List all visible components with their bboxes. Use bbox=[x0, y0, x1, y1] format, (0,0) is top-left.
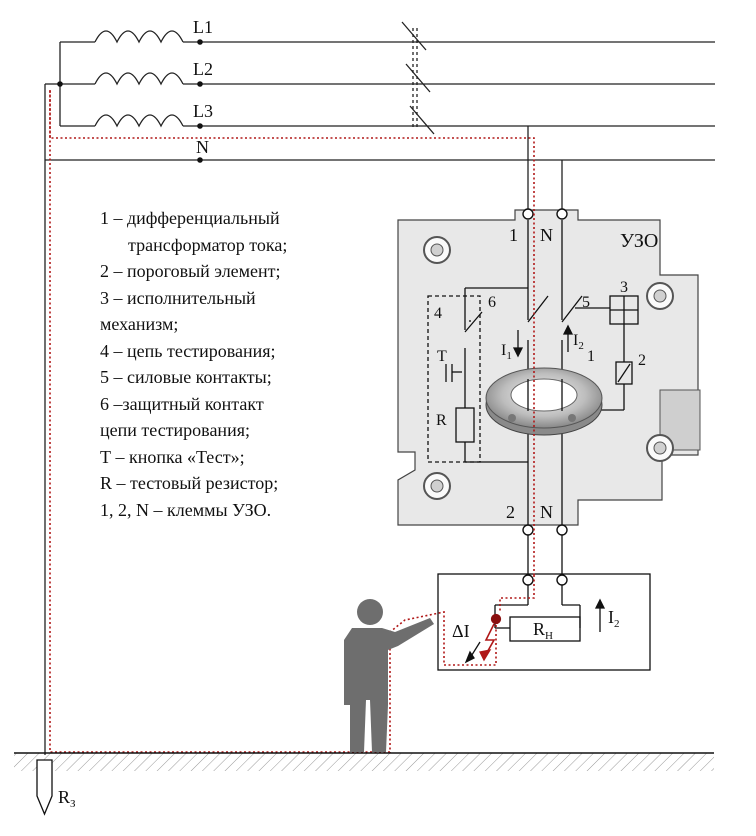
ground-resistance-label: RЗ bbox=[58, 787, 76, 810]
person-silhouette bbox=[344, 599, 434, 752]
supply-nodes bbox=[57, 39, 203, 163]
current-arrows bbox=[512, 324, 574, 358]
load-current-i2-label: I2 bbox=[608, 607, 620, 630]
internal-wiring bbox=[427, 220, 639, 582]
line-l1-label: L1 bbox=[193, 17, 213, 37]
marker-6: 6 bbox=[488, 294, 496, 311]
legend-item: 1, 2, N – клеммы УЗО. bbox=[100, 499, 272, 520]
marker-4: 4 bbox=[434, 305, 442, 322]
terminal-2-bottom-label: 2 bbox=[506, 502, 515, 522]
legend-item: R – тестовый резистор; bbox=[100, 473, 279, 493]
load-resistor-label: RН bbox=[533, 619, 553, 642]
terminals bbox=[522, 208, 568, 586]
terminal-1-top-label: 1 bbox=[509, 225, 518, 245]
marker-3: 3 bbox=[620, 279, 628, 296]
toroidal-transformer bbox=[485, 367, 603, 436]
legend-item: Т – кнопка «Тест»; bbox=[100, 446, 245, 467]
terminal-n-bottom-label: N bbox=[540, 502, 553, 522]
load-box bbox=[437, 573, 651, 671]
legend-item: 1 – дифференциальный bbox=[100, 208, 280, 228]
legend-item: 2 – пороговый элемент; bbox=[100, 261, 281, 281]
current-i2-label: I2 bbox=[573, 332, 584, 352]
marker-1: 1 bbox=[587, 348, 595, 365]
supply-lines bbox=[44, 21, 715, 755]
line-n-label: N bbox=[196, 137, 209, 157]
ground bbox=[14, 752, 714, 816]
legend-item: 3 – исполнительный bbox=[100, 287, 256, 308]
legend-item: механизм; bbox=[100, 314, 179, 334]
leakage-current-label: ΔI bbox=[452, 621, 470, 641]
line-l3-label: L3 bbox=[193, 101, 213, 121]
legend-item: 4 – цепь тестирования; bbox=[100, 340, 276, 361]
test-button-label: Т bbox=[437, 348, 447, 365]
legend-item: 5 – силовые контакты; bbox=[100, 367, 272, 387]
test-resistor-label: R bbox=[436, 412, 447, 429]
rcd-device-body bbox=[397, 209, 701, 526]
line-l2-label: L2 bbox=[193, 59, 213, 79]
current-i1-label: I1 bbox=[501, 342, 512, 362]
terminal-n-top-label: N bbox=[540, 225, 553, 245]
legend-item: цепи тестирования; bbox=[100, 420, 250, 440]
device-title: УЗО bbox=[620, 230, 659, 252]
fault-current-path bbox=[49, 90, 535, 753]
marker-5: 5 bbox=[582, 294, 590, 311]
marker-2: 2 bbox=[638, 352, 646, 369]
legend: 1 – дифференциальный трансформатор тока;… bbox=[100, 205, 390, 523]
legend-item: 6 –защитный контакт bbox=[100, 393, 264, 414]
legend-item: трансформатор тока; bbox=[128, 234, 288, 255]
